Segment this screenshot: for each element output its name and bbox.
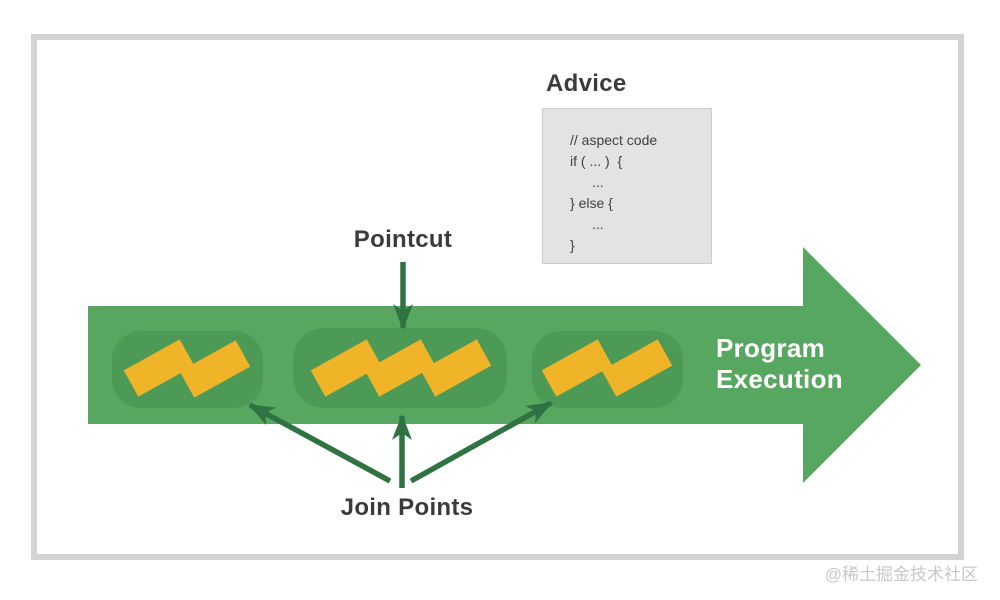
join-point-node bbox=[310, 339, 382, 397]
code-line: // aspect code bbox=[570, 132, 658, 148]
code-line: if ( ... ) { bbox=[570, 153, 623, 169]
diagram-frame bbox=[31, 34, 964, 560]
join-point-node bbox=[601, 339, 673, 397]
program-execution-label: Program Execution bbox=[716, 333, 843, 395]
advice-code-box: // aspect code if ( ... ) { ... } else {… bbox=[542, 108, 712, 264]
code-line: ... bbox=[592, 216, 604, 232]
watermark: @稀土掘金技术社区 bbox=[824, 565, 978, 584]
join-points-label: Join Points bbox=[340, 494, 474, 521]
join-point-node bbox=[541, 339, 613, 397]
join-point-node bbox=[420, 339, 492, 397]
code-line: ... bbox=[592, 174, 604, 190]
join-points-arrow-right bbox=[409, 400, 553, 484]
join-point-node bbox=[179, 340, 251, 398]
program-execution-line1: Program bbox=[716, 333, 826, 363]
join-point-node bbox=[123, 339, 195, 397]
code-line: } bbox=[570, 237, 575, 253]
pointcut-label: Pointcut bbox=[353, 226, 453, 253]
join-point-node bbox=[364, 339, 436, 397]
join-points-arrow-left bbox=[248, 402, 392, 484]
advice-title: Advice bbox=[546, 70, 627, 97]
code-line: } else { bbox=[570, 195, 613, 211]
program-execution-line2: Execution bbox=[716, 364, 843, 394]
